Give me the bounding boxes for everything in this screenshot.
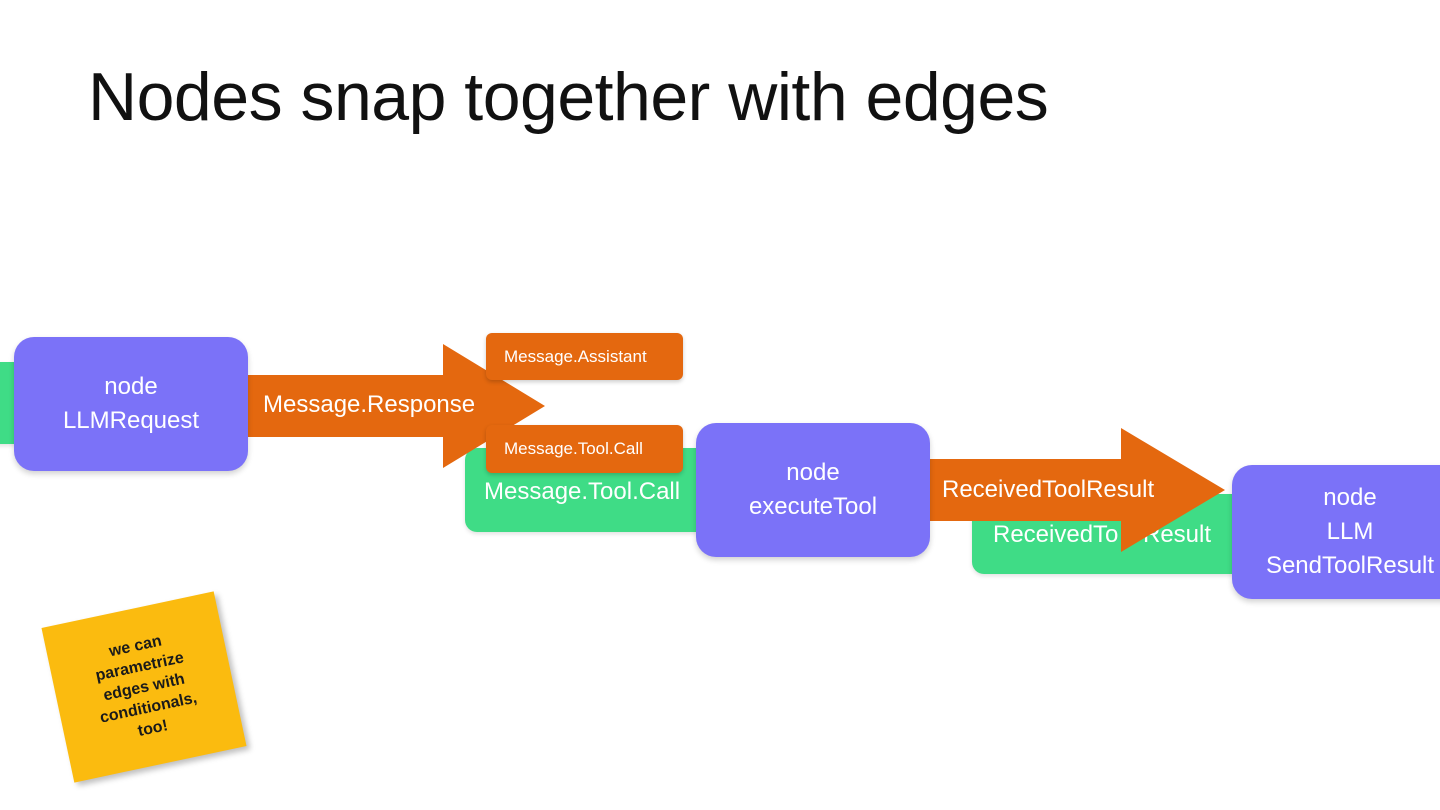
chip-message-tool-call: Message.Tool.Call	[486, 425, 683, 473]
tool-call-port-label: Message.Tool.Call	[484, 478, 681, 505]
sticky-note-line-5: too!	[136, 716, 170, 740]
node-llm-send-tool-result-line-3: SendToolResult	[1265, 552, 1435, 579]
chip-message-assistant: Message.Assistant	[486, 333, 683, 380]
node-llm-request: node LLMRequest	[14, 337, 248, 471]
node-llm-request-line-1: node	[104, 373, 158, 400]
node-llm-send-tool-result-line-1: node	[1323, 484, 1377, 511]
slide-title: Nodes snap together with edges	[88, 59, 1049, 135]
node-execute-tool-line-2: executeTool	[748, 493, 878, 520]
node-execute-tool-line-1: node	[786, 459, 840, 486]
node-llm-send-tool-result-line-2: LLM	[1326, 518, 1374, 545]
edge-arrow-message-response	[240, 344, 545, 468]
node-llm-send-tool-result: node LLM SendToolResult	[1232, 465, 1440, 599]
edge-arrow-received-tool-result	[915, 428, 1225, 552]
edge-label-received-tool-result: ReceivedToolResult	[942, 476, 1155, 503]
node-execute-tool: node executeTool	[696, 423, 930, 557]
sticky-note: we can parametrize edges with conditiona…	[41, 591, 247, 783]
edge-label-message-response: Message.Response	[263, 391, 476, 418]
tool-result-port-label-left: ReceivedTo	[993, 521, 1119, 548]
node-llm-request-line-2: LLMRequest	[62, 407, 200, 434]
